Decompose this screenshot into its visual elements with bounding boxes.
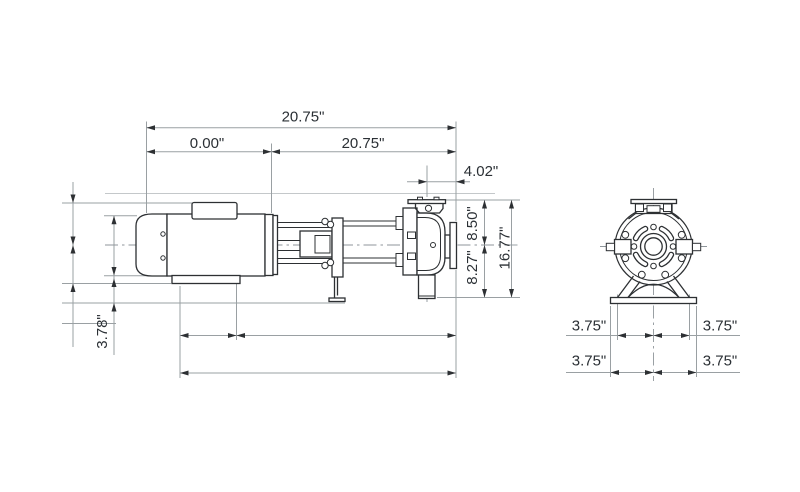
dim-base-height: 3.78" (94, 314, 111, 349)
dim-foot-row2-right: 3.75" (703, 353, 738, 370)
support-foot (328, 297, 346, 303)
dim-overall-height: 16.77" (497, 227, 514, 270)
casing-bolts (621, 230, 686, 279)
dim-foot-row2-left: 3.75" (572, 353, 607, 370)
dim-foot-row1-right: 3.75" (703, 318, 738, 335)
dim-center-to-bottom: 8.27" (464, 250, 481, 285)
drain-pipe (417, 274, 436, 300)
dim-port-offset: 4.02" (464, 163, 499, 180)
dim-overall-length: 20.75" (282, 109, 325, 126)
motor (135, 201, 279, 285)
casing-slots (632, 225, 675, 268)
stand-base (609, 296, 698, 305)
dim-foot-row1-left: 3.75" (572, 318, 607, 335)
discharge-flange-end (628, 198, 680, 220)
suction-flange (449, 221, 458, 270)
dim-left-segment: 0.00" (190, 135, 225, 152)
coupling (277, 216, 405, 303)
pump-casing-side (402, 196, 458, 300)
extension-lines (62, 121, 697, 378)
dim-right-segment: 20.75" (342, 135, 385, 152)
end-view (605, 198, 702, 305)
dim-center-to-top: 8.50" (464, 206, 481, 241)
motor-base (171, 274, 241, 285)
pump-stand (609, 275, 698, 305)
junction-box (191, 201, 238, 220)
shaft-bore (644, 237, 663, 256)
hub-circle (639, 232, 668, 261)
dimension-labels: 20.75" 0.00" 20.75" 4.02" 8.50" 8.27" 16… (94, 109, 737, 370)
discharge-flange (407, 199, 447, 205)
side-view (135, 196, 458, 303)
